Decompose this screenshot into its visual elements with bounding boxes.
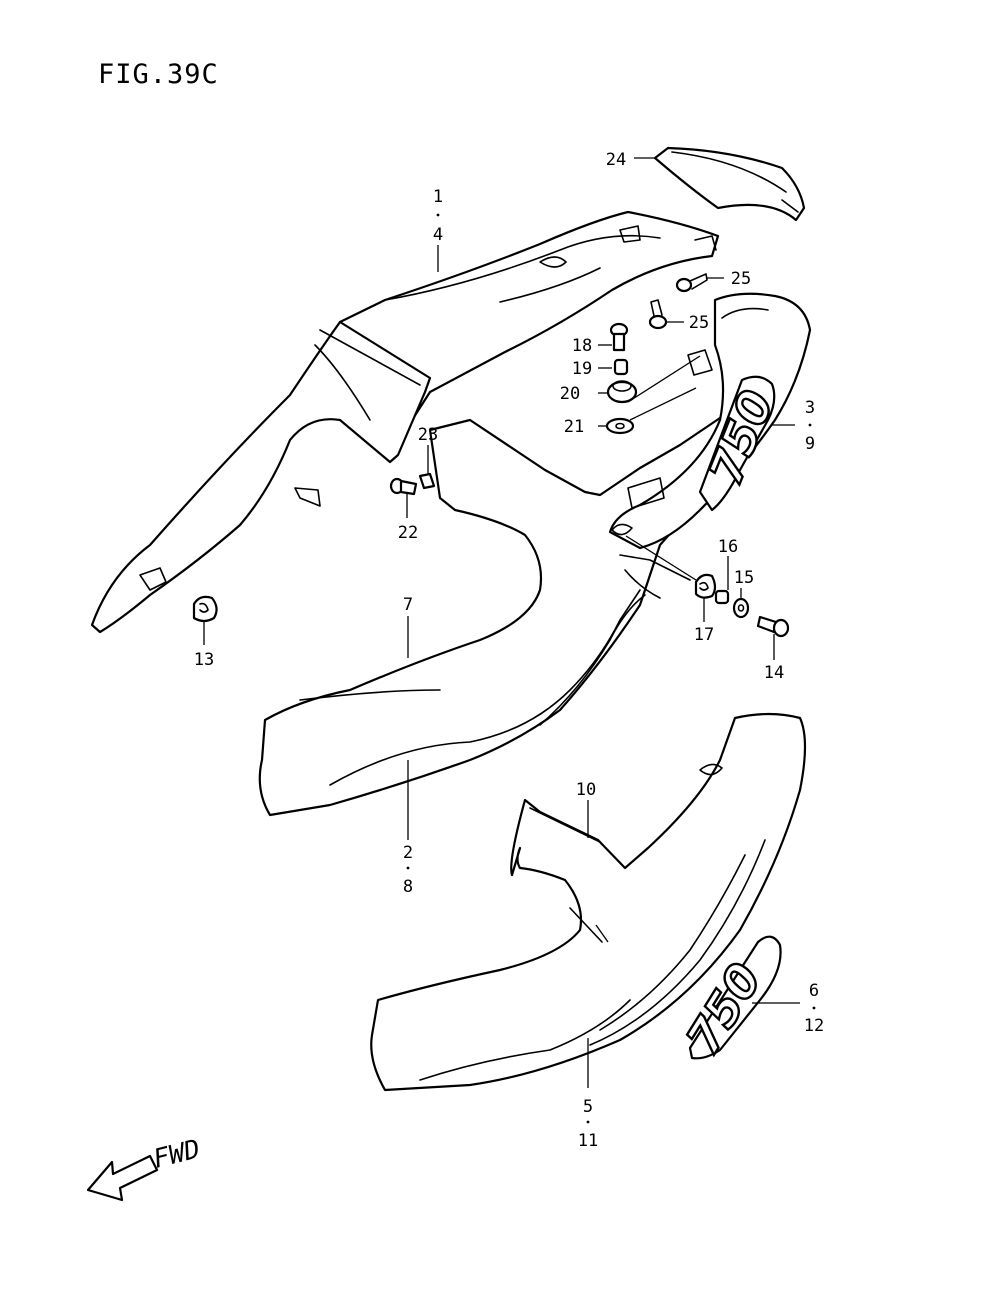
part-22-screw <box>389 477 418 496</box>
part-24-tail-cap <box>653 146 806 222</box>
upper-decal-text: 750 <box>698 383 784 492</box>
figure-title: FIG.39C <box>98 59 219 90</box>
callout-4: 4 <box>433 225 443 245</box>
fwd-label: FWD <box>150 1134 203 1174</box>
part-3-9-right-cover: 750 <box>608 292 812 550</box>
part-7-frame-cover <box>90 320 432 634</box>
part-5-11-lower-cover <box>370 712 807 1092</box>
callout-9: 9 <box>805 434 815 454</box>
part-2-8-side-cover <box>258 416 730 817</box>
callout-3: 3 <box>805 398 815 418</box>
callout-25-upper: 25 <box>731 269 751 289</box>
part-14-bolt <box>756 615 790 638</box>
callout-17: 17 <box>694 625 714 645</box>
callout-labels: 1 4 24 25 25 18 19 20 21 3 9 23 22 7 13 … <box>194 150 824 1151</box>
part-25-screw-a <box>675 273 708 293</box>
part-16-collar <box>714 589 730 605</box>
part-20-grommet <box>606 380 638 404</box>
part-17-cushion <box>694 573 717 599</box>
callout-16: 16 <box>718 537 738 557</box>
callout-20: 20 <box>560 384 580 404</box>
callout-10: 10 <box>576 780 596 800</box>
callout-13: 13 <box>194 650 214 670</box>
callout-12: 12 <box>804 1016 824 1036</box>
callout-6: 6 <box>809 981 819 1001</box>
callout-1: 1 <box>433 187 443 207</box>
part-13-cushion <box>192 595 218 623</box>
callout-22: 22 <box>398 523 418 543</box>
part-21-washer <box>605 417 635 435</box>
callout-7: 7 <box>403 595 413 615</box>
part-23-clip <box>418 472 436 490</box>
forward-arrow-icon <box>86 1154 159 1202</box>
callout-25-lower: 25 <box>689 313 709 333</box>
callout-21: 21 <box>564 417 584 437</box>
part-18-bolt <box>609 322 629 352</box>
callout-5: 5 <box>583 1097 593 1117</box>
callout-24: 24 <box>606 150 626 170</box>
callout-14: 14 <box>764 663 784 683</box>
callout-23: 23 <box>418 425 438 445</box>
label-separator-dots <box>406 213 816 1124</box>
callout-8: 8 <box>403 877 413 897</box>
part-25-screw-b <box>648 299 668 330</box>
callout-19: 19 <box>572 359 592 379</box>
callout-2: 2 <box>403 843 413 863</box>
part-19-collar <box>613 358 629 376</box>
callout-15: 15 <box>734 568 754 588</box>
part-15-washer <box>732 597 750 619</box>
leader-lines <box>203 157 800 1088</box>
callout-18: 18 <box>572 336 592 356</box>
callout-11: 11 <box>578 1131 598 1151</box>
forward-direction-indicator: FWD <box>86 1134 203 1202</box>
